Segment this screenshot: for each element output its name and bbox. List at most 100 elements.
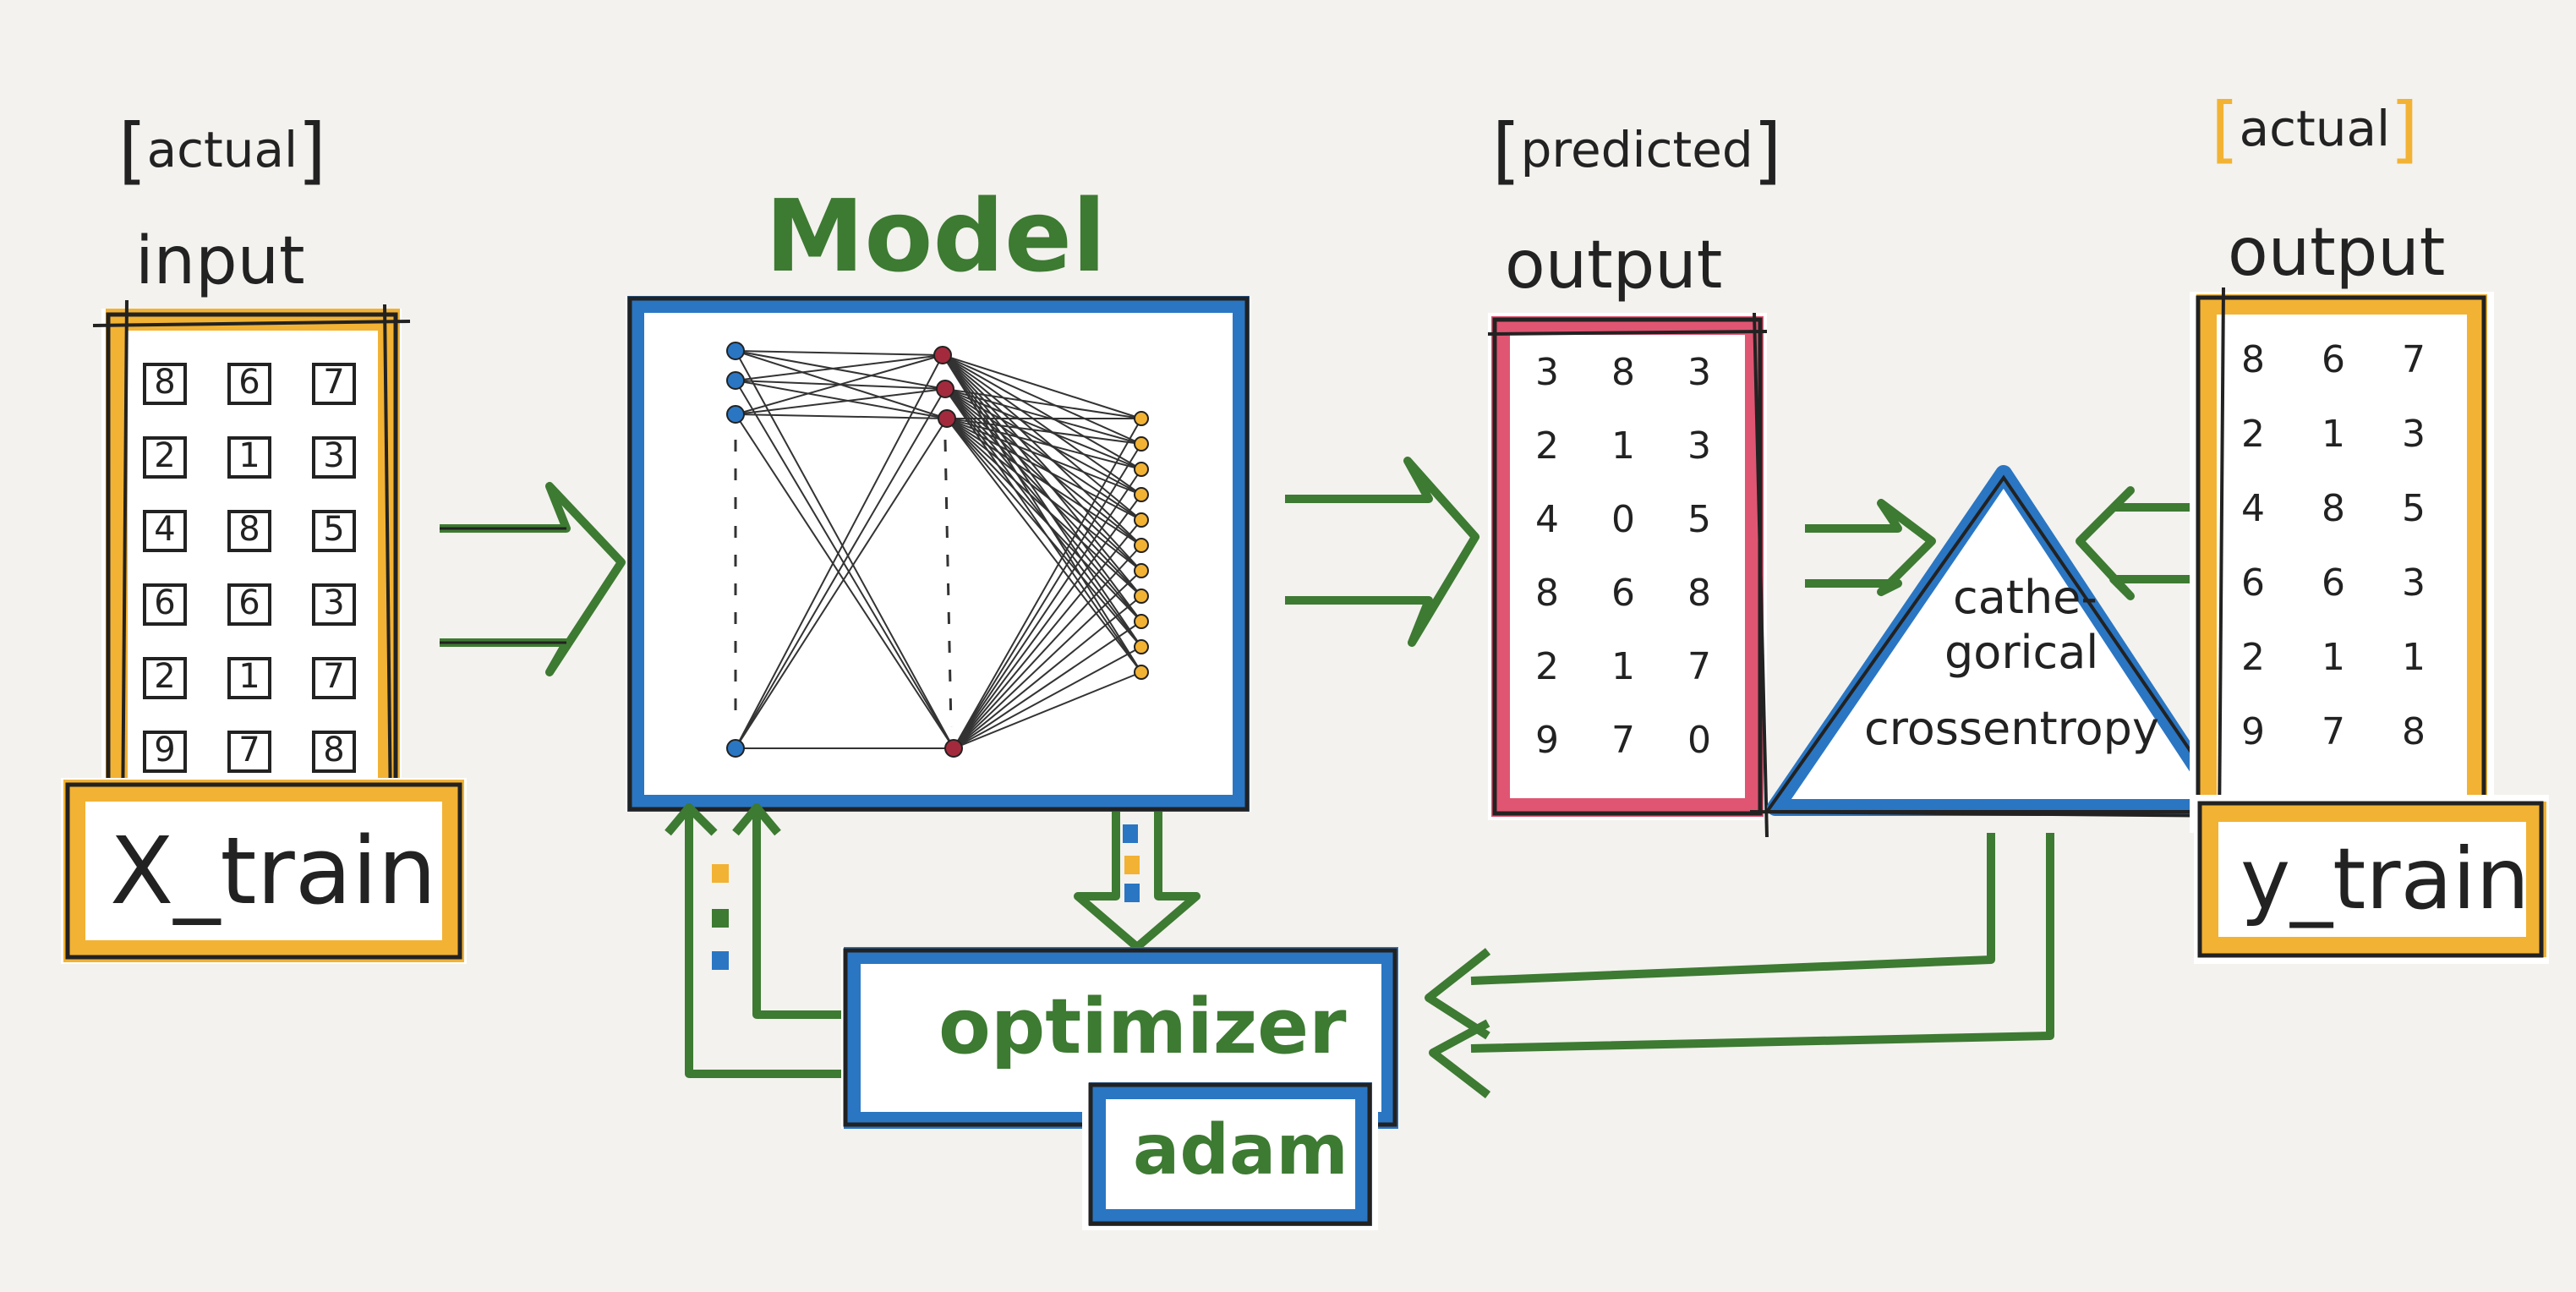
network-edge bbox=[953, 418, 1142, 749]
digit-cell: 1 bbox=[1611, 424, 1635, 468]
digit-box bbox=[227, 436, 271, 479]
digit-cell: 7 bbox=[323, 657, 344, 696]
x-train-name: X_train bbox=[110, 817, 437, 925]
network-node bbox=[1134, 411, 1149, 426]
digit-cell: 7 bbox=[323, 363, 344, 402]
digit-box bbox=[312, 657, 356, 699]
network-node bbox=[1134, 538, 1149, 553]
network-edge bbox=[953, 468, 1142, 749]
y-train-tag-text: actual bbox=[2239, 100, 2391, 157]
network-node bbox=[1134, 563, 1149, 578]
predicted-title: output bbox=[1505, 227, 1723, 304]
model-box bbox=[626, 296, 1251, 812]
network-edge bbox=[942, 354, 1142, 419]
x-train-title: input bbox=[135, 223, 305, 299]
network-edge bbox=[946, 418, 1142, 673]
loss-line2: gorical bbox=[1944, 626, 2099, 679]
digit-cell: 6 bbox=[2241, 561, 2265, 605]
digit-cell: 8 bbox=[323, 731, 344, 769]
digit-cell: 9 bbox=[2241, 710, 2265, 753]
network-node bbox=[933, 346, 952, 364]
network-edge bbox=[942, 354, 1142, 521]
digit-cell: 7 bbox=[1687, 645, 1711, 688]
network-node bbox=[726, 371, 745, 390]
digit-cell: 7 bbox=[1611, 719, 1635, 762]
optimizer-title: optimizer bbox=[938, 983, 1347, 1071]
digit-cell: 2 bbox=[2241, 413, 2265, 456]
digit-box bbox=[143, 510, 187, 552]
network-edge bbox=[942, 354, 1142, 445]
digit-cell: 6 bbox=[2322, 561, 2345, 605]
digit-box bbox=[227, 583, 271, 626]
y-train-name: y_train bbox=[2240, 829, 2530, 928]
network-node bbox=[1134, 436, 1149, 452]
digit-cell: 6 bbox=[238, 363, 260, 402]
network-edge bbox=[735, 418, 948, 749]
digit-cell: 2 bbox=[2241, 636, 2265, 679]
network-node bbox=[726, 342, 745, 360]
digit-cell: 2 bbox=[1535, 424, 1559, 468]
x-train-tag-text: actual bbox=[146, 121, 298, 178]
y-train-name-box bbox=[2194, 795, 2549, 964]
digit-box bbox=[143, 731, 187, 773]
arrow-model-to-output bbox=[1285, 457, 1479, 647]
digit-cell: 2 bbox=[1535, 645, 1559, 688]
network-edge bbox=[942, 354, 1142, 470]
digit-cell: 4 bbox=[1535, 498, 1559, 541]
network-edge bbox=[735, 350, 943, 356]
network-node bbox=[1134, 665, 1149, 680]
network-node bbox=[1134, 614, 1149, 629]
digit-box bbox=[227, 657, 271, 699]
loss-triangle bbox=[1749, 465, 2245, 818]
network-edge bbox=[735, 354, 943, 415]
adam-box bbox=[1082, 1078, 1378, 1230]
network-node bbox=[938, 409, 956, 428]
digit-cell: 1 bbox=[238, 436, 260, 475]
digit-cell: 8 bbox=[2241, 338, 2265, 381]
predicted-output-panel bbox=[1487, 312, 1769, 838]
digit-box bbox=[312, 583, 356, 626]
network-edge bbox=[942, 354, 1142, 572]
network-edge bbox=[735, 354, 943, 381]
network-node bbox=[936, 380, 954, 398]
digit-cell: 3 bbox=[323, 583, 344, 622]
network-edge bbox=[944, 388, 1142, 597]
network-edge bbox=[735, 354, 943, 749]
digit-cell: 3 bbox=[2402, 413, 2426, 456]
digit-cell: 9 bbox=[1535, 719, 1559, 762]
digit-box bbox=[227, 363, 271, 405]
digit-cell: 7 bbox=[238, 731, 260, 769]
digit-cell: 0 bbox=[1611, 498, 1635, 541]
network-edge bbox=[735, 350, 946, 390]
digit-box bbox=[312, 436, 356, 479]
network-edge bbox=[946, 418, 1142, 572]
digit-box bbox=[143, 657, 187, 699]
digit-cell: 6 bbox=[238, 583, 260, 622]
network-edge bbox=[953, 646, 1142, 749]
digit-cell: 8 bbox=[1687, 572, 1711, 615]
loss-line1: cathe- bbox=[1953, 571, 2097, 624]
digit-box bbox=[143, 436, 187, 479]
network-edge bbox=[942, 354, 1142, 622]
digit-box bbox=[227, 731, 271, 773]
digit-cell: 5 bbox=[1687, 498, 1711, 541]
digit-cell: 8 bbox=[2322, 487, 2345, 530]
digit-cell: 8 bbox=[2402, 710, 2426, 753]
network-edge bbox=[953, 671, 1142, 749]
digit-cell: 8 bbox=[238, 510, 260, 549]
digit-cell: 5 bbox=[323, 510, 344, 549]
digit-cell: 9 bbox=[154, 731, 175, 769]
digit-box bbox=[143, 363, 187, 405]
y-train-tag: [actual] bbox=[2211, 87, 2419, 172]
digit-cell: 1 bbox=[2402, 636, 2426, 679]
digit-cell: 5 bbox=[2402, 487, 2426, 530]
model-title: Model bbox=[765, 178, 1107, 294]
digit-cell: 3 bbox=[1687, 351, 1711, 394]
network-edge bbox=[942, 354, 1142, 546]
digit-cell: 6 bbox=[2322, 338, 2345, 381]
network-edge bbox=[953, 545, 1142, 749]
arrow-output-to-loss bbox=[1805, 499, 1936, 596]
digit-cell: 4 bbox=[2241, 487, 2265, 530]
loss-line3: crossentropy bbox=[1864, 702, 2159, 755]
